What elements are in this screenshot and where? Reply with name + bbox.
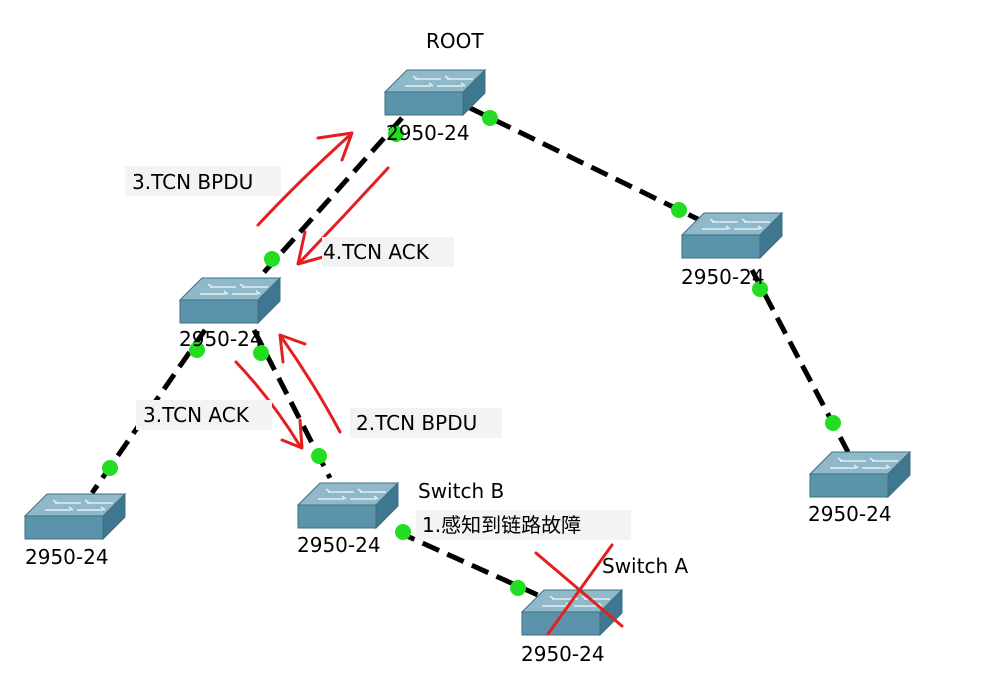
node-model-right-lower: 2950-24 (808, 502, 892, 526)
port-dot (102, 460, 118, 476)
port-dot (264, 251, 280, 267)
node-title-root: ROOT (426, 29, 484, 53)
failure-x-mark (546, 543, 614, 636)
port-dot (752, 281, 768, 297)
arrow-tcn-bpdu-to-root (256, 133, 352, 227)
node-title-switch-a: Switch A (602, 554, 688, 578)
annotation-step1: 1.感知到链路故障 (422, 513, 581, 537)
arrow-tcn-ack-from-root (298, 166, 390, 264)
switch-b[interactable] (297, 482, 399, 529)
port-dot (510, 580, 526, 596)
link-root-midleft (256, 116, 404, 281)
port-dot (388, 126, 404, 142)
node-model-switch-a: 2950-24 (521, 642, 605, 666)
arrow-tcn-bpdu-from-switchb (280, 336, 342, 434)
switch-right-lower[interactable] (809, 451, 911, 498)
port-dots (102, 110, 841, 596)
node-model-root: 2950-24 (386, 121, 470, 145)
arrow-head (280, 418, 304, 450)
model-labels: 2950-24 2950-24 2950-24 2950-24 2950-24 … (25, 121, 892, 666)
annotation-step2: 2.TCN BPDU (356, 411, 477, 435)
tcn-arrows (234, 131, 624, 636)
arrow-head (316, 131, 354, 162)
switch-mid-left[interactable] (179, 277, 281, 324)
node-model-bottom-left: 2950-24 (25, 545, 109, 569)
port-dot (671, 202, 687, 218)
node-titles: ROOT Switch B Switch A (418, 29, 688, 578)
switch-bottom-left[interactable] (24, 493, 126, 540)
port-dot (395, 524, 411, 540)
port-dot (311, 448, 327, 464)
node-model-switch-b: 2950-24 (297, 533, 381, 557)
node-title-switch-b: Switch B (418, 479, 504, 503)
port-dot (825, 415, 841, 431)
arrow-head (278, 333, 307, 364)
switch-root[interactable] (384, 69, 486, 116)
switch-right-upper[interactable] (681, 212, 783, 259)
port-dot (189, 342, 205, 358)
annotations: 3.TCN BPDU 4.TCN ACK 3.TCN ACK 2.TCN BPD… (125, 166, 631, 540)
node-model-right-upper: 2950-24 (681, 265, 765, 289)
arrow-head (296, 230, 332, 266)
node-model-mid-left: 2950-24 (179, 327, 263, 351)
annotation-step4: 4.TCN ACK (323, 240, 430, 264)
link-root-rightupper (468, 105, 710, 227)
annotation-step3-bpdu: 3.TCN BPDU (132, 170, 253, 194)
annotation-step3-ack: 3.TCN ACK (143, 403, 250, 427)
port-dot (253, 345, 269, 361)
port-dot (482, 110, 498, 126)
